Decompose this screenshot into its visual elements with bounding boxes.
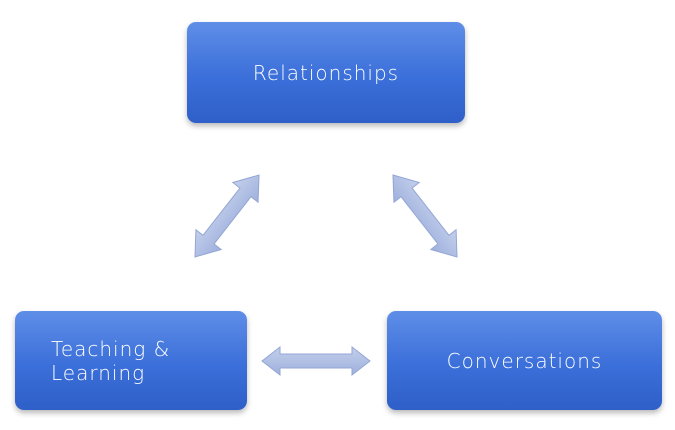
node-teaching-learning-label: Teaching & Learning — [51, 336, 171, 385]
edge-teaching-learning-conversations-arrow — [261, 345, 371, 377]
node-conversations-label: Conversations — [446, 348, 603, 373]
edge-relationships-teaching-learning-arrow — [194, 174, 260, 258]
edge-relationships-conversations-arrow — [392, 174, 458, 258]
node-relationships: Relationships — [187, 22, 465, 123]
node-relationships-label: Relationships — [252, 60, 400, 85]
node-teaching-learning: Teaching & Learning — [15, 311, 247, 410]
node-conversations: Conversations — [387, 311, 662, 410]
